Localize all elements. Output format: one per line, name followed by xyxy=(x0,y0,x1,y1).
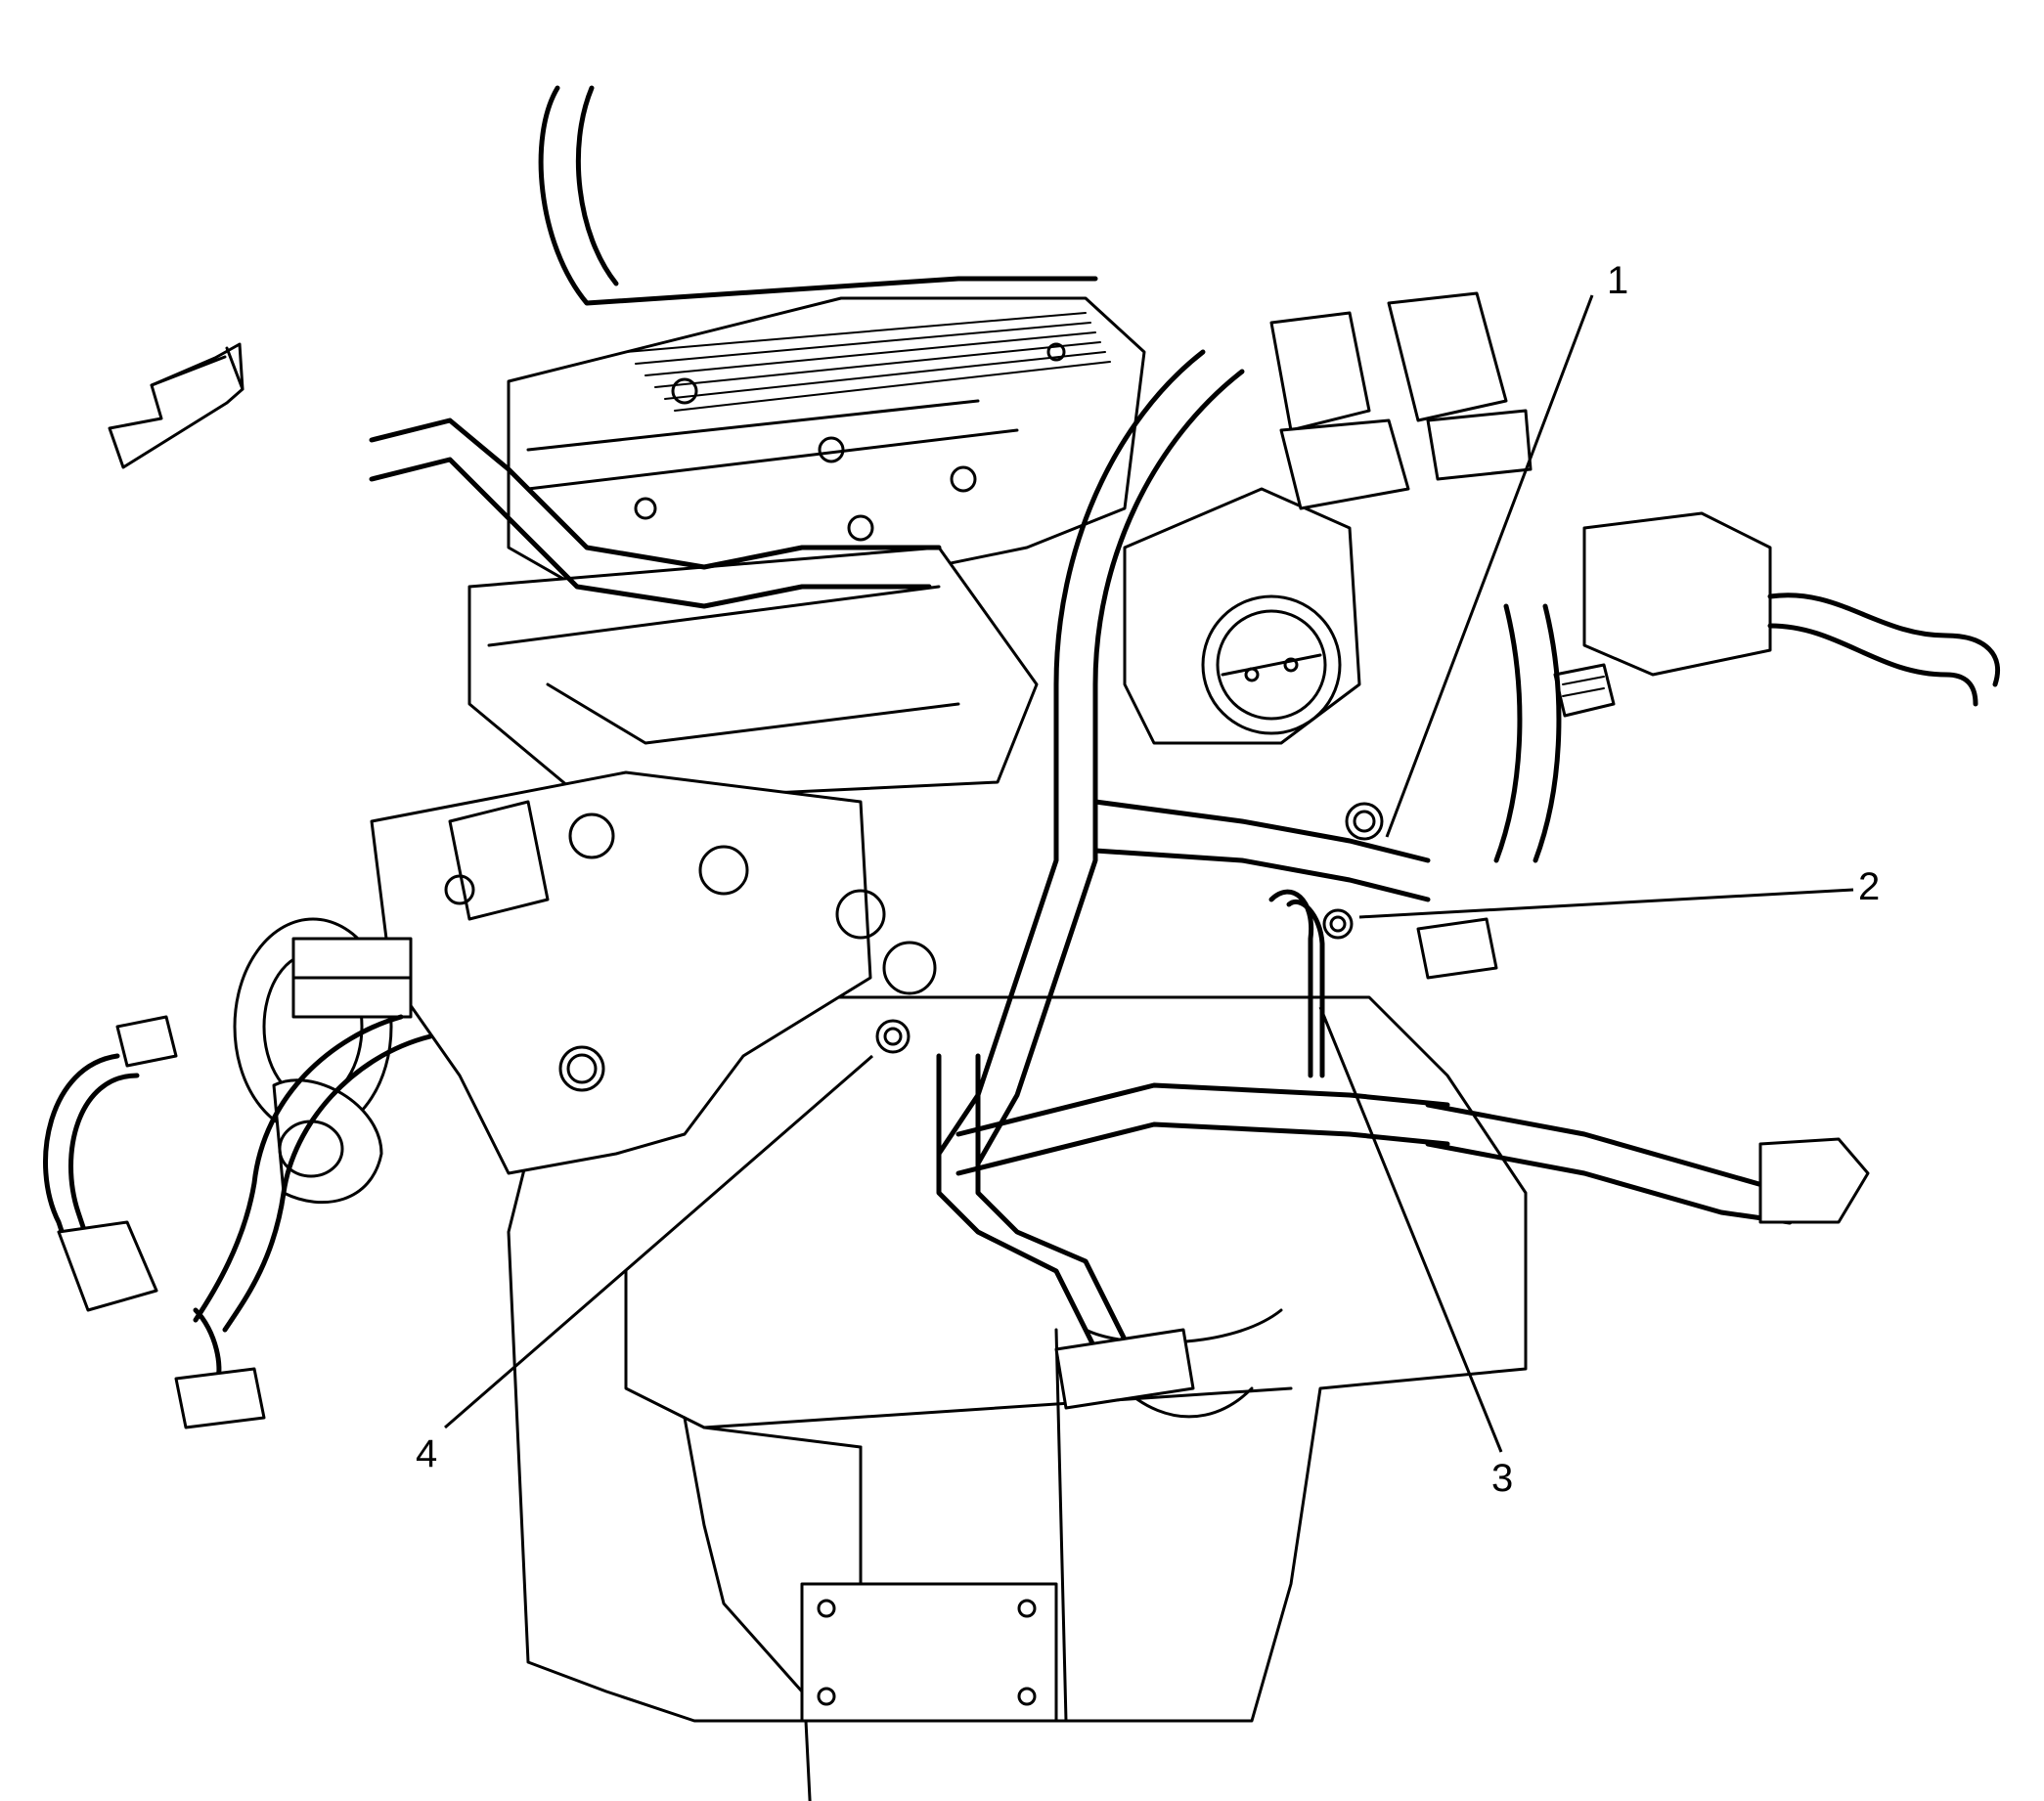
water-pump xyxy=(233,917,413,1205)
engine-block xyxy=(507,995,1528,1801)
callout-2: 2 xyxy=(1858,865,1880,908)
callout-2-leader xyxy=(1358,888,1854,919)
callout-1-leader xyxy=(1385,294,1594,838)
front-direction-arrow-icon xyxy=(108,342,244,469)
callout-1: 1 xyxy=(1607,259,1628,302)
callout-labels: 1 2 3 4 xyxy=(416,259,1880,1500)
connectors xyxy=(57,917,1870,1429)
callout-4-leader xyxy=(444,1054,873,1429)
callout-3-leader xyxy=(1318,1006,1503,1453)
callout-4: 4 xyxy=(416,1432,437,1475)
harness-fasteners xyxy=(875,802,1384,1078)
wiring-harness xyxy=(43,85,2000,1391)
control-module xyxy=(1553,511,1772,718)
callout-3: 3 xyxy=(1491,1457,1513,1500)
exhaust-manifold xyxy=(370,770,937,1175)
throttle-body xyxy=(1123,487,1361,745)
ignition-coils xyxy=(1269,291,1533,510)
callout-leaders xyxy=(444,294,1854,1453)
